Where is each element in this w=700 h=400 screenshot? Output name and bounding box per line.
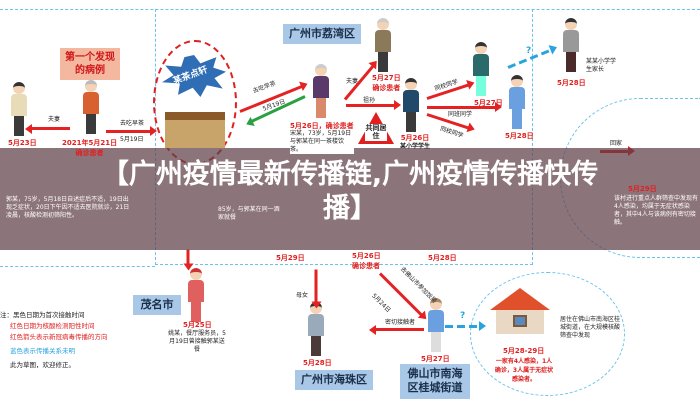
label-close-contact: 密切接触者 <box>385 319 416 326</box>
title-banner <box>0 148 700 250</box>
age85-note: 85岁，与郭某在同一酒家就餐 <box>218 206 280 222</box>
date: 5月26日 <box>400 134 430 142</box>
label-date-0524: 5月24日 <box>370 292 392 314</box>
label-eat-tea: 去吃早茶 <box>120 120 145 127</box>
date-0527d: 5月27日 <box>421 355 450 363</box>
date-0525: 5月25日 <box>183 321 212 329</box>
parent-note: 某某小学学生家长 <box>586 58 617 74</box>
maoming-note: 姚某，餐厅服务员，5月19日曾接触郭某送餐 <box>168 330 226 354</box>
note: 确诊患者 <box>75 149 104 157</box>
date-0528c: 5月28日 <box>428 254 457 262</box>
parent-figure <box>560 18 582 73</box>
foshan-note: 居住在佛山市南海区桂城街道，在大规模核酸筛查中发现 <box>560 316 621 340</box>
date-0528-29: 5月28-29日 <box>503 347 545 355</box>
date-0529a: 5月29日 <box>276 254 305 262</box>
label-mother-daughter: 母女 <box>296 292 309 299</box>
date-0526b: 5月26日某小学学生 <box>400 133 430 151</box>
arrow-eat-tea <box>106 126 157 136</box>
label-couple-2: 夫妻 <box>346 78 359 85</box>
village-note: 该村进行重点人群筛查中发现有4人感染，均属于无症状感染者，其中4人与该病例有密切… <box>614 195 699 227</box>
date: 5月27日 <box>372 74 401 82</box>
region-haizhu: 广州市海珠区 <box>295 370 373 391</box>
label-classmate-2: 同班同学 <box>448 111 473 118</box>
arrow-classmate-2 <box>427 102 502 112</box>
label-couple: 夫妻 <box>48 116 61 123</box>
date-0529c: 5月29日 <box>628 185 657 193</box>
house-icon <box>490 288 550 334</box>
legend-blue: 蓝色表示传播关系未明 <box>10 347 75 355</box>
restaurant-building <box>165 112 225 148</box>
song-figure <box>310 64 332 119</box>
top-dashed-line <box>0 9 700 10</box>
date-0528d: 5月28日 <box>303 359 332 367</box>
date-0527b: 5月27日 <box>474 99 503 107</box>
grandson-figure <box>400 78 422 133</box>
date-0526a: 5月26日，确诊患者 <box>290 122 354 130</box>
arrow-grandson <box>346 100 401 110</box>
arrow-close-contact <box>374 328 424 331</box>
foshan-figure <box>425 298 447 353</box>
region-maoming: 茂名市 <box>133 295 181 316</box>
note: 确诊患者 <box>352 262 380 270</box>
arrow-maoming <box>186 249 190 266</box>
note: 某小学学生 <box>400 143 431 150</box>
date-0528b: 5月28日 <box>557 79 586 87</box>
page-title: 【广州疫情最新传播链,广州疫情传播快传播】 <box>101 159 599 224</box>
label-go-home: 回家 <box>610 140 623 147</box>
note: 确诊患者 <box>372 84 401 92</box>
song-note: 宋某，73岁，5月19日与郭某在同一茶楼饮茶。 <box>290 130 354 155</box>
date: 2021年5月21日 <box>62 139 118 147</box>
legend-red-date: 红色日期为核酸检测阳性时间 <box>10 322 95 330</box>
guo-note: 郭某，75岁，5月18日自述症后不适，19日出现乏症状，20日下午因不适去医院就… <box>6 196 130 220</box>
haizhu-figure <box>305 302 327 357</box>
legend-draft: 此为草图，欢迎修正。 <box>10 361 75 369</box>
bottom-dashed-line <box>0 266 155 267</box>
arrow-unknown-house <box>445 321 486 331</box>
question-mark-2: ? <box>460 311 466 321</box>
husband-figure <box>8 82 30 137</box>
legend-red-arrow: 红色箭头表示新冠病毒传播的方向 <box>10 333 108 341</box>
label-grandson: 祖孙 <box>363 97 376 104</box>
date-0527a: 5月27日确诊患者 <box>372 73 401 93</box>
guo-figure <box>80 80 102 135</box>
family-note: 一家有4人感染，1人确诊，3人属于无症状感染者。 <box>494 358 554 383</box>
legend: 注：黑色日期为首次接触时间 红色日期为核酸检测阳性时间 红色箭头表示新冠病毒传播… <box>0 310 108 371</box>
cohabit-label: 共同居住 <box>365 124 387 141</box>
label-date-0519a: 5月19日 <box>120 136 144 143</box>
song-husband-figure <box>372 18 394 73</box>
arrow-couple <box>30 127 70 130</box>
date: 5月26日 <box>352 252 381 260</box>
region-liwan: 广州市荔湾区 <box>283 24 361 45</box>
date-0526c: 5月26日确诊患者 <box>352 251 381 271</box>
liwan-region-box <box>155 9 533 265</box>
question-mark-1: ? <box>526 46 532 56</box>
region-foshan: 佛山市南海区桂城街道 <box>400 364 470 399</box>
date-0523: 5月23日 <box>8 139 37 147</box>
classmate-figure-1 <box>470 42 492 97</box>
legend-black: 注：黑色日期为首次接触时间 <box>0 311 85 319</box>
date-0521: 2021年5月21日确诊患者 <box>62 138 117 158</box>
date-0528a: 5月28日 <box>505 132 534 140</box>
classmate-figure-2 <box>506 75 528 130</box>
maoming-figure <box>185 268 207 323</box>
first-case-label: 第一个发现的病例 <box>60 48 120 80</box>
arrow-mother-daughter <box>314 269 318 304</box>
house-circle <box>470 272 625 396</box>
